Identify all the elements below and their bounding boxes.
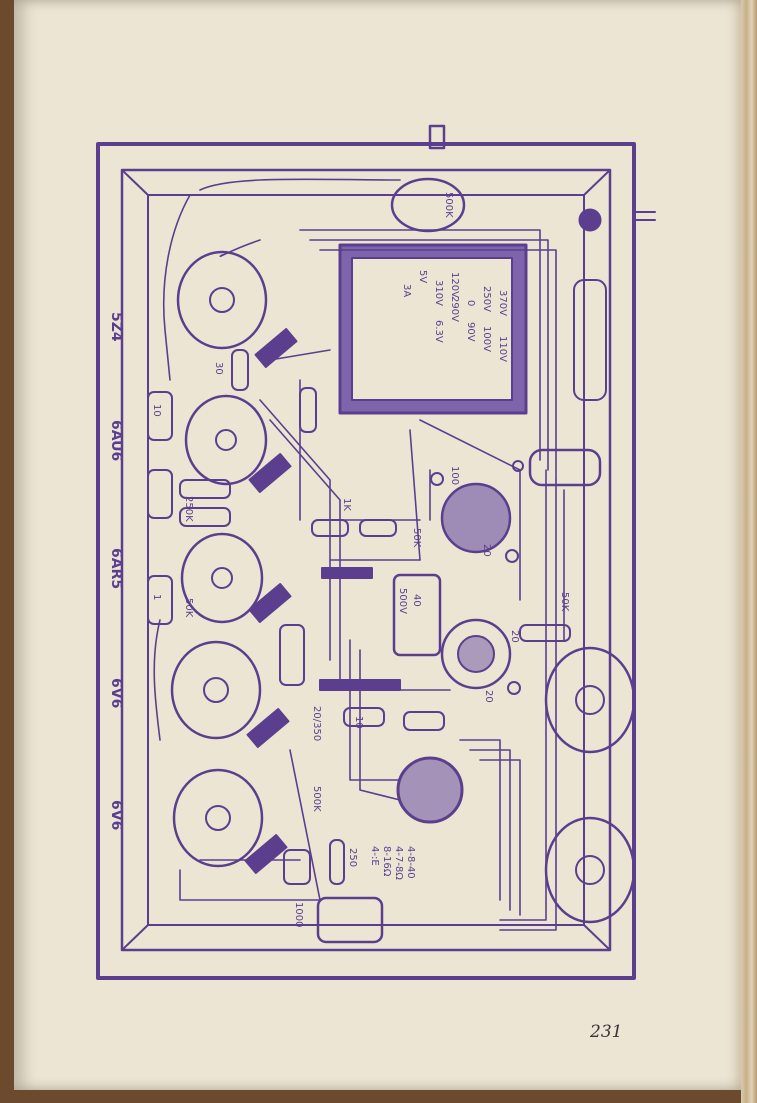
octal-socket-right-1 (544, 646, 636, 754)
tube-label-6v6-2: 6V6 (108, 800, 124, 830)
tap-label: 250V (481, 286, 492, 312)
filter-cap-40uf (392, 573, 442, 657)
comp-label: 1000 (293, 902, 304, 927)
socket-6AR5 (180, 532, 264, 624)
chassis-inner-frame (120, 168, 612, 952)
tube-label-6ar5: 6AR5 (108, 548, 124, 589)
output-tap-label: 4-7-8Ω (393, 846, 404, 880)
comp-label: 50K (559, 592, 570, 612)
tap-label: 5V (417, 270, 428, 283)
cap-10 (343, 707, 385, 727)
fuse-holder (528, 448, 602, 487)
resistor-1k (311, 519, 349, 537)
comp-label: 1K (341, 498, 352, 511)
output-tap-label: 4-8-40 (405, 846, 416, 879)
tube-label-5z4: 5Z4 (108, 312, 124, 342)
tap-label: 90V (465, 322, 476, 342)
page-number: 231 (590, 1022, 623, 1042)
pot-label: 500K (443, 192, 454, 218)
comp-label: 500K (311, 786, 322, 812)
output-tap-label: 8-16Ω (381, 846, 392, 877)
component-labels: 10 250K 1K 50K 50K 40 500V 20 20 20 30 5… (151, 362, 570, 927)
cap-20-350 (279, 624, 305, 686)
chassis-inner-lip (147, 194, 585, 926)
filter-can-1 (440, 482, 512, 554)
comp-label: 20/350 (311, 706, 322, 741)
tap-label: 120V (449, 272, 460, 298)
page-edge (741, 0, 757, 1103)
volume-pot (390, 177, 466, 233)
tap-label: 3A (401, 284, 412, 297)
comp-label: 500V (397, 588, 408, 614)
tap-label: 290V (449, 296, 460, 322)
speaker-socket (396, 756, 464, 824)
socket-6V6-2 (172, 768, 264, 868)
resistor-1k-2 (403, 711, 445, 731)
tap-label: 0 (465, 300, 476, 306)
transformer-taps: 370V 110V 250V 100V 0 120V 90V 290V 6.3V… (401, 270, 508, 362)
comp-label: 10 (353, 716, 364, 729)
resistor-50k-right (519, 624, 571, 642)
resistor-50k (359, 519, 397, 537)
tube-label-6au6: 6AU6 (108, 420, 124, 461)
comp-label: 10 (151, 404, 162, 417)
tube-label-6v6-1: 6V6 (108, 678, 124, 708)
comp-label: 20 (481, 544, 492, 557)
comp-label: 40 (411, 594, 422, 607)
comp-label: 1 (151, 594, 162, 600)
tap-label: 6.3V (433, 320, 444, 343)
chassis-outer-frame (96, 142, 636, 980)
input-jack (578, 208, 602, 232)
tap-label: 100V (481, 326, 492, 352)
comp-label: 250K (183, 496, 194, 522)
socket-6AU6 (184, 394, 268, 486)
power-socket (573, 279, 607, 401)
comp-label: 20 (509, 630, 520, 643)
comp-label: 50K (411, 528, 422, 548)
resistor-250k-2 (179, 507, 231, 527)
socket-6V6-1 (170, 640, 262, 740)
tap-label: 370V (497, 290, 508, 316)
comp-label: 30 (213, 362, 224, 375)
octal-socket-right-2 (544, 816, 636, 924)
comp-label: 20 (483, 690, 494, 703)
resistor-block (147, 469, 173, 519)
resistor-30 (299, 387, 317, 433)
tap-label: 310V (433, 280, 444, 306)
resistor-1 (147, 575, 173, 625)
tap-label: 110V (497, 336, 508, 362)
resistor-10 (147, 391, 173, 441)
socket-5Z4 (176, 250, 268, 350)
tube-labels: 5Z4 6AU6 6AR5 6V6 6V6 (108, 312, 124, 830)
comp-label: 100 (449, 466, 460, 485)
resistor-250 (329, 839, 345, 885)
resistor-250k-1 (179, 479, 231, 499)
comp-label: 250 (347, 848, 358, 867)
filter-can-2 (440, 618, 512, 690)
output-tap-label: 4-:E (369, 846, 380, 866)
output-transformer (316, 896, 384, 944)
comp-label: 50K (183, 598, 194, 618)
output-taps: 4-8-40 4-7-8Ω 8-16Ω 4-:E (369, 846, 416, 880)
